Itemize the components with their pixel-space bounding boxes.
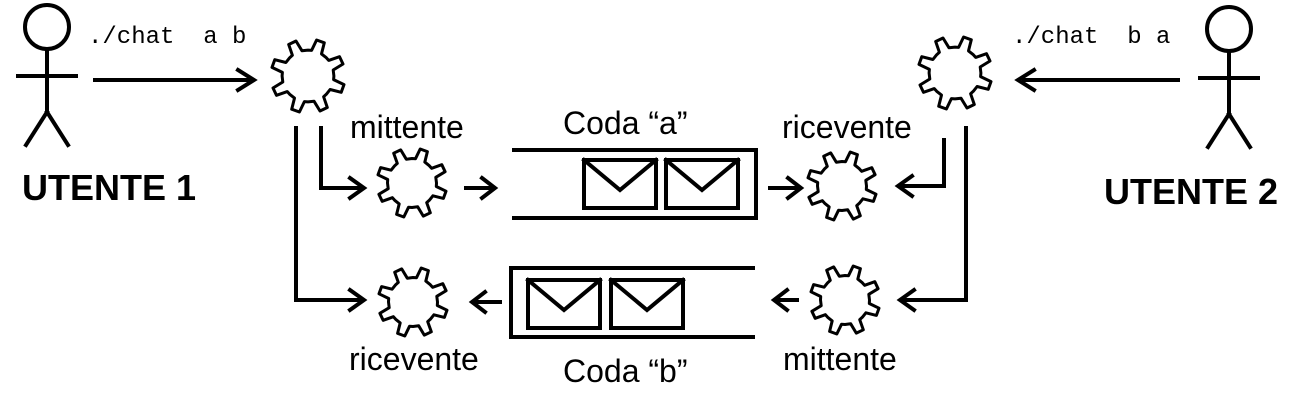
user-2-label: UTENTE 2 [1104,171,1278,212]
receiver-b-label: ricevente [349,341,479,377]
queue-a-label: Coda “a” [563,105,688,141]
user-1-command: ./chat a b [88,24,246,51]
queue-b-label: Coda “b” [563,353,688,389]
main-process-1-gear-icon [270,38,346,114]
sender-a-gear-icon [376,147,448,219]
arrow-queue-a-to-receiver-a [768,175,805,201]
user-2-command: ./chat b a [1012,24,1170,51]
arrow-sender-a-to-queue-a [464,175,499,201]
queue-b [509,266,755,339]
receiver-a-label: ricevente [782,109,912,145]
sender-a-label: mittente [350,109,464,145]
arrow-queue-b-to-receiver-b [468,289,502,315]
fork-right-to-receiver-a [894,138,946,199]
main-process-2-gear-icon [917,35,993,111]
arrow-sender-b-to-queue-b [770,287,799,313]
sender-b-gear-icon [809,264,881,336]
envelope-icon [525,277,603,330]
fork-right-to-sender-b [896,126,968,313]
fork-left-to-sender-a [319,126,368,201]
fork-left-to-receiver-b [294,126,368,313]
queue-a [512,148,758,220]
user-1-icon [16,3,78,148]
receiver-b-gear-icon [377,266,449,338]
envelope-icon [608,277,686,330]
user-1-label: UTENTE 1 [22,167,196,208]
envelope-icon [581,157,659,210]
sender-b-label: mittente [783,341,897,377]
receiver-a-gear-icon [806,150,878,222]
arrow-user2-to-process [1014,67,1180,93]
envelope-icon [663,157,741,210]
arrow-user1-to-process [93,67,258,93]
user-2-icon [1198,5,1260,150]
